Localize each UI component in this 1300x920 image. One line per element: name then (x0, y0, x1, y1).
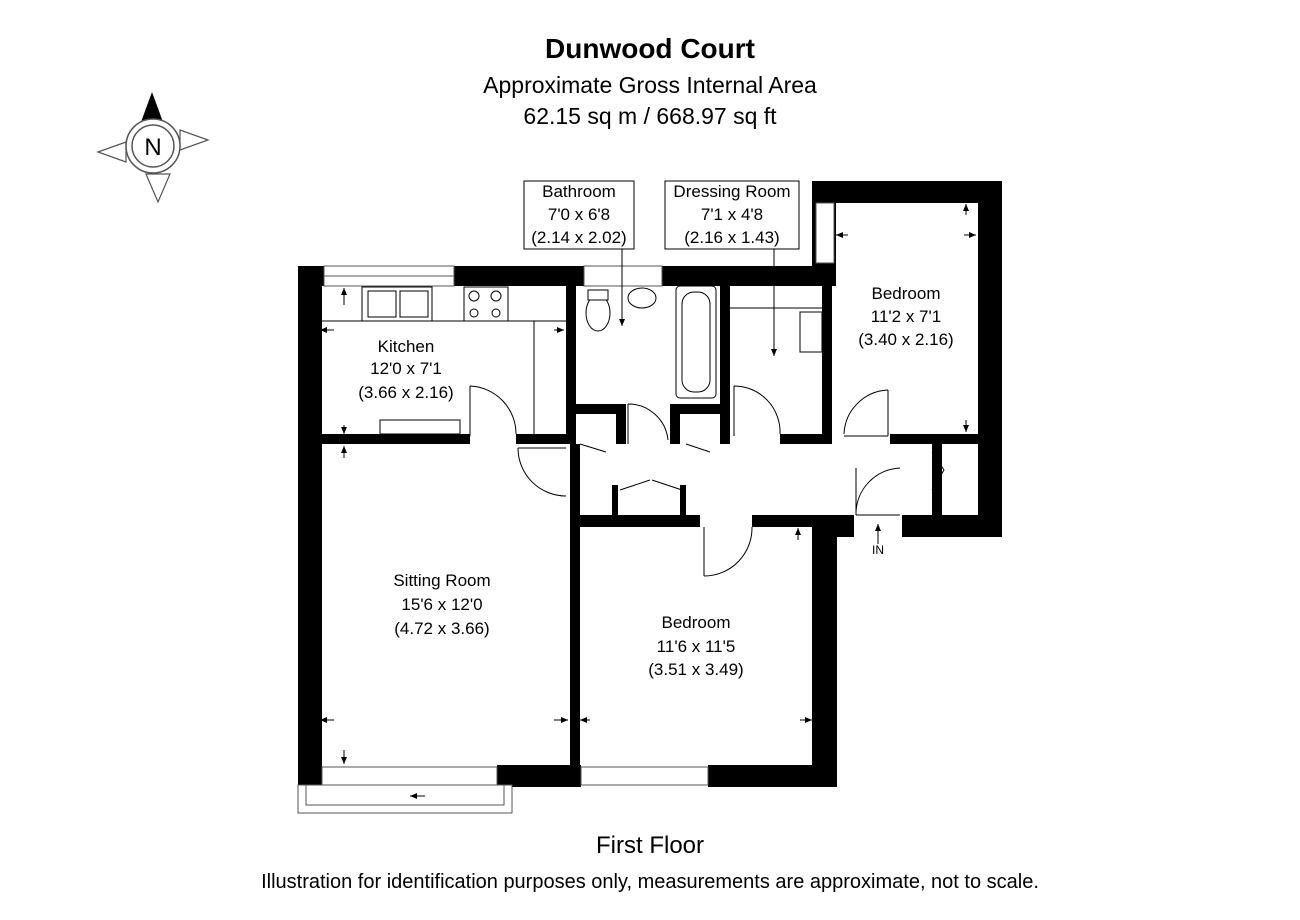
room-kitchen: Kitchen 12'0 x 7'1 (3.66 x 2.16) (358, 337, 453, 402)
floor-label: First Floor (596, 832, 704, 859)
room-imperial: 11'6 x 11'5 (657, 637, 736, 656)
compass-letter: N (144, 134, 161, 161)
room-metric: (3.40 x 2.16) (858, 330, 953, 349)
room-metric: (2.16 x 1.43) (684, 228, 779, 247)
disclaimer: Illustration for identification purposes… (261, 871, 1039, 893)
interior-walls (318, 284, 980, 766)
room-bathroom: Bathroom 7'0 x 6'8 (2.14 x 2.02) (531, 182, 626, 247)
doors (469, 385, 945, 577)
room-bedroom-large: Bedroom 11'6 x 11'5 (3.51 x 3.49) (648, 613, 743, 679)
room-imperial: 7'0 x 6'8 (548, 205, 610, 224)
room-name: Kitchen (378, 337, 435, 356)
room-bedroom-small: Bedroom 11'2 x 7'1 (3.40 x 2.16) (858, 284, 953, 349)
room-metric: (4.72 x 3.66) (394, 619, 489, 638)
entrance-label: IN (872, 543, 884, 557)
room-metric: (3.51 x 3.49) (648, 660, 743, 679)
room-imperial: 7'1 x 4'8 (701, 205, 763, 224)
room-name: Bedroom (872, 284, 941, 303)
room-metric: (3.66 x 2.16) (358, 383, 453, 402)
bathroom-label-box (523, 180, 635, 250)
room-name: Bathroom (542, 182, 616, 201)
dimension-arrows (320, 204, 976, 799)
dressing-room-label-box (664, 180, 800, 250)
room-imperial: 15'6 x 12'0 (401, 595, 482, 614)
area-value: 62.15 sq m / 668.97 sq ft (523, 103, 777, 129)
room-name: Dressing Room (673, 182, 790, 201)
room-dressing-room: Dressing Room 7'1 x 4'8 (2.16 x 1.43) (673, 182, 790, 247)
room-metric: (2.14 x 2.02) (531, 228, 626, 247)
room-sitting-room: Sitting Room 15'6 x 12'0 (4.72 x 3.66) (393, 571, 490, 638)
room-imperial: 11'2 x 7'1 (871, 307, 941, 326)
plan-title: Dunwood Court (545, 33, 755, 64)
fixtures (318, 285, 823, 435)
compass-icon: N (96, 92, 210, 204)
room-name: Sitting Room (393, 571, 490, 590)
exterior-walls (298, 181, 1002, 787)
area-label: Approximate Gross Internal Area (483, 72, 817, 98)
room-name: Bedroom (662, 613, 731, 632)
room-imperial: 12'0 x 7'1 (370, 359, 442, 378)
windows (297, 202, 835, 814)
